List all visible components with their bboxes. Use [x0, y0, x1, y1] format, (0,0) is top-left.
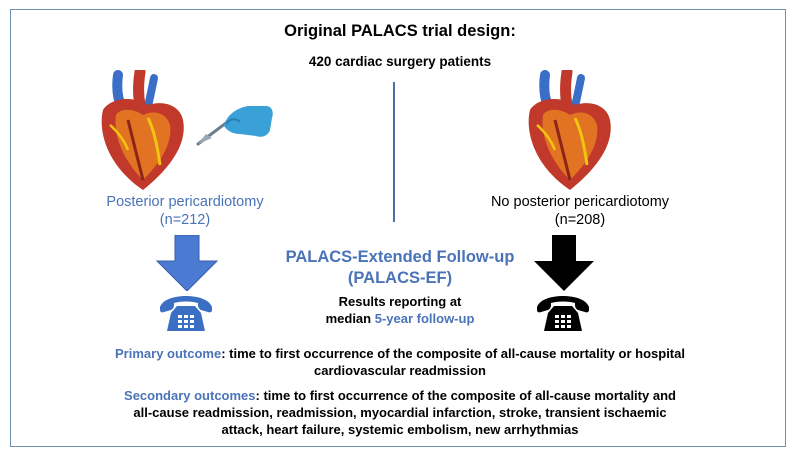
- primary-line2: cardiovascular readmission: [314, 363, 486, 378]
- primary-line1: Primary outcome: time to first occurrenc…: [40, 345, 760, 362]
- telephone-icon: [537, 296, 589, 331]
- telephone-icon: [160, 296, 212, 331]
- heart-icon: [528, 70, 611, 190]
- arrow-down-icon: [534, 235, 594, 291]
- extension-title-line1: PALACS-Extended Follow-up: [285, 248, 515, 266]
- diagram-frame: [10, 9, 786, 447]
- right-arm-n: (n=208): [554, 212, 606, 228]
- results-highlight: 5-year follow-up: [374, 311, 475, 326]
- secondary-line2: all-cause readmission, readmission, myoc…: [133, 405, 667, 420]
- secondary-text1: : time to first occurrence of the compos…: [255, 388, 676, 403]
- results-note: Results reporting at median 5-year follo…: [280, 293, 520, 327]
- secondary-line1: Secondary outcomes: time to first occurr…: [40, 387, 760, 404]
- left-arm-label: Posterior pericardiotomy: [106, 194, 264, 210]
- diagram-subtitle: 420 cardiac surgery patients: [308, 54, 492, 69]
- scalpel-hand-icon: [196, 106, 273, 146]
- extension-title: PALACS-Extended Follow-up (PALACS-EF): [235, 247, 565, 289]
- arrow-down-icon: [155, 235, 219, 291]
- results-line2: median 5-year follow-up: [280, 310, 520, 327]
- secondary-outcomes: Secondary outcomes: time to first occurr…: [40, 387, 760, 438]
- right-arm-label: No posterior pericardiotomy: [490, 194, 670, 210]
- primary-keyword: Primary outcome: [115, 346, 222, 361]
- heart-icon: [101, 70, 184, 190]
- arm-divider: [393, 82, 395, 222]
- secondary-keyword: Secondary outcomes: [124, 388, 256, 403]
- primary-outcome: Primary outcome: time to first occurrenc…: [40, 345, 760, 379]
- primary-text1: : time to first occurrence of the compos…: [221, 346, 685, 361]
- results-line1: Results reporting at: [338, 294, 462, 309]
- results-prefix: median: [325, 311, 375, 326]
- extension-title-line2: (PALACS-EF): [347, 269, 453, 287]
- secondary-line3: attack, heart failure, systemic embolism…: [221, 422, 579, 437]
- left-arm-n: (n=212): [159, 212, 211, 228]
- diagram-title: Original PALACS trial design:: [284, 22, 516, 40]
